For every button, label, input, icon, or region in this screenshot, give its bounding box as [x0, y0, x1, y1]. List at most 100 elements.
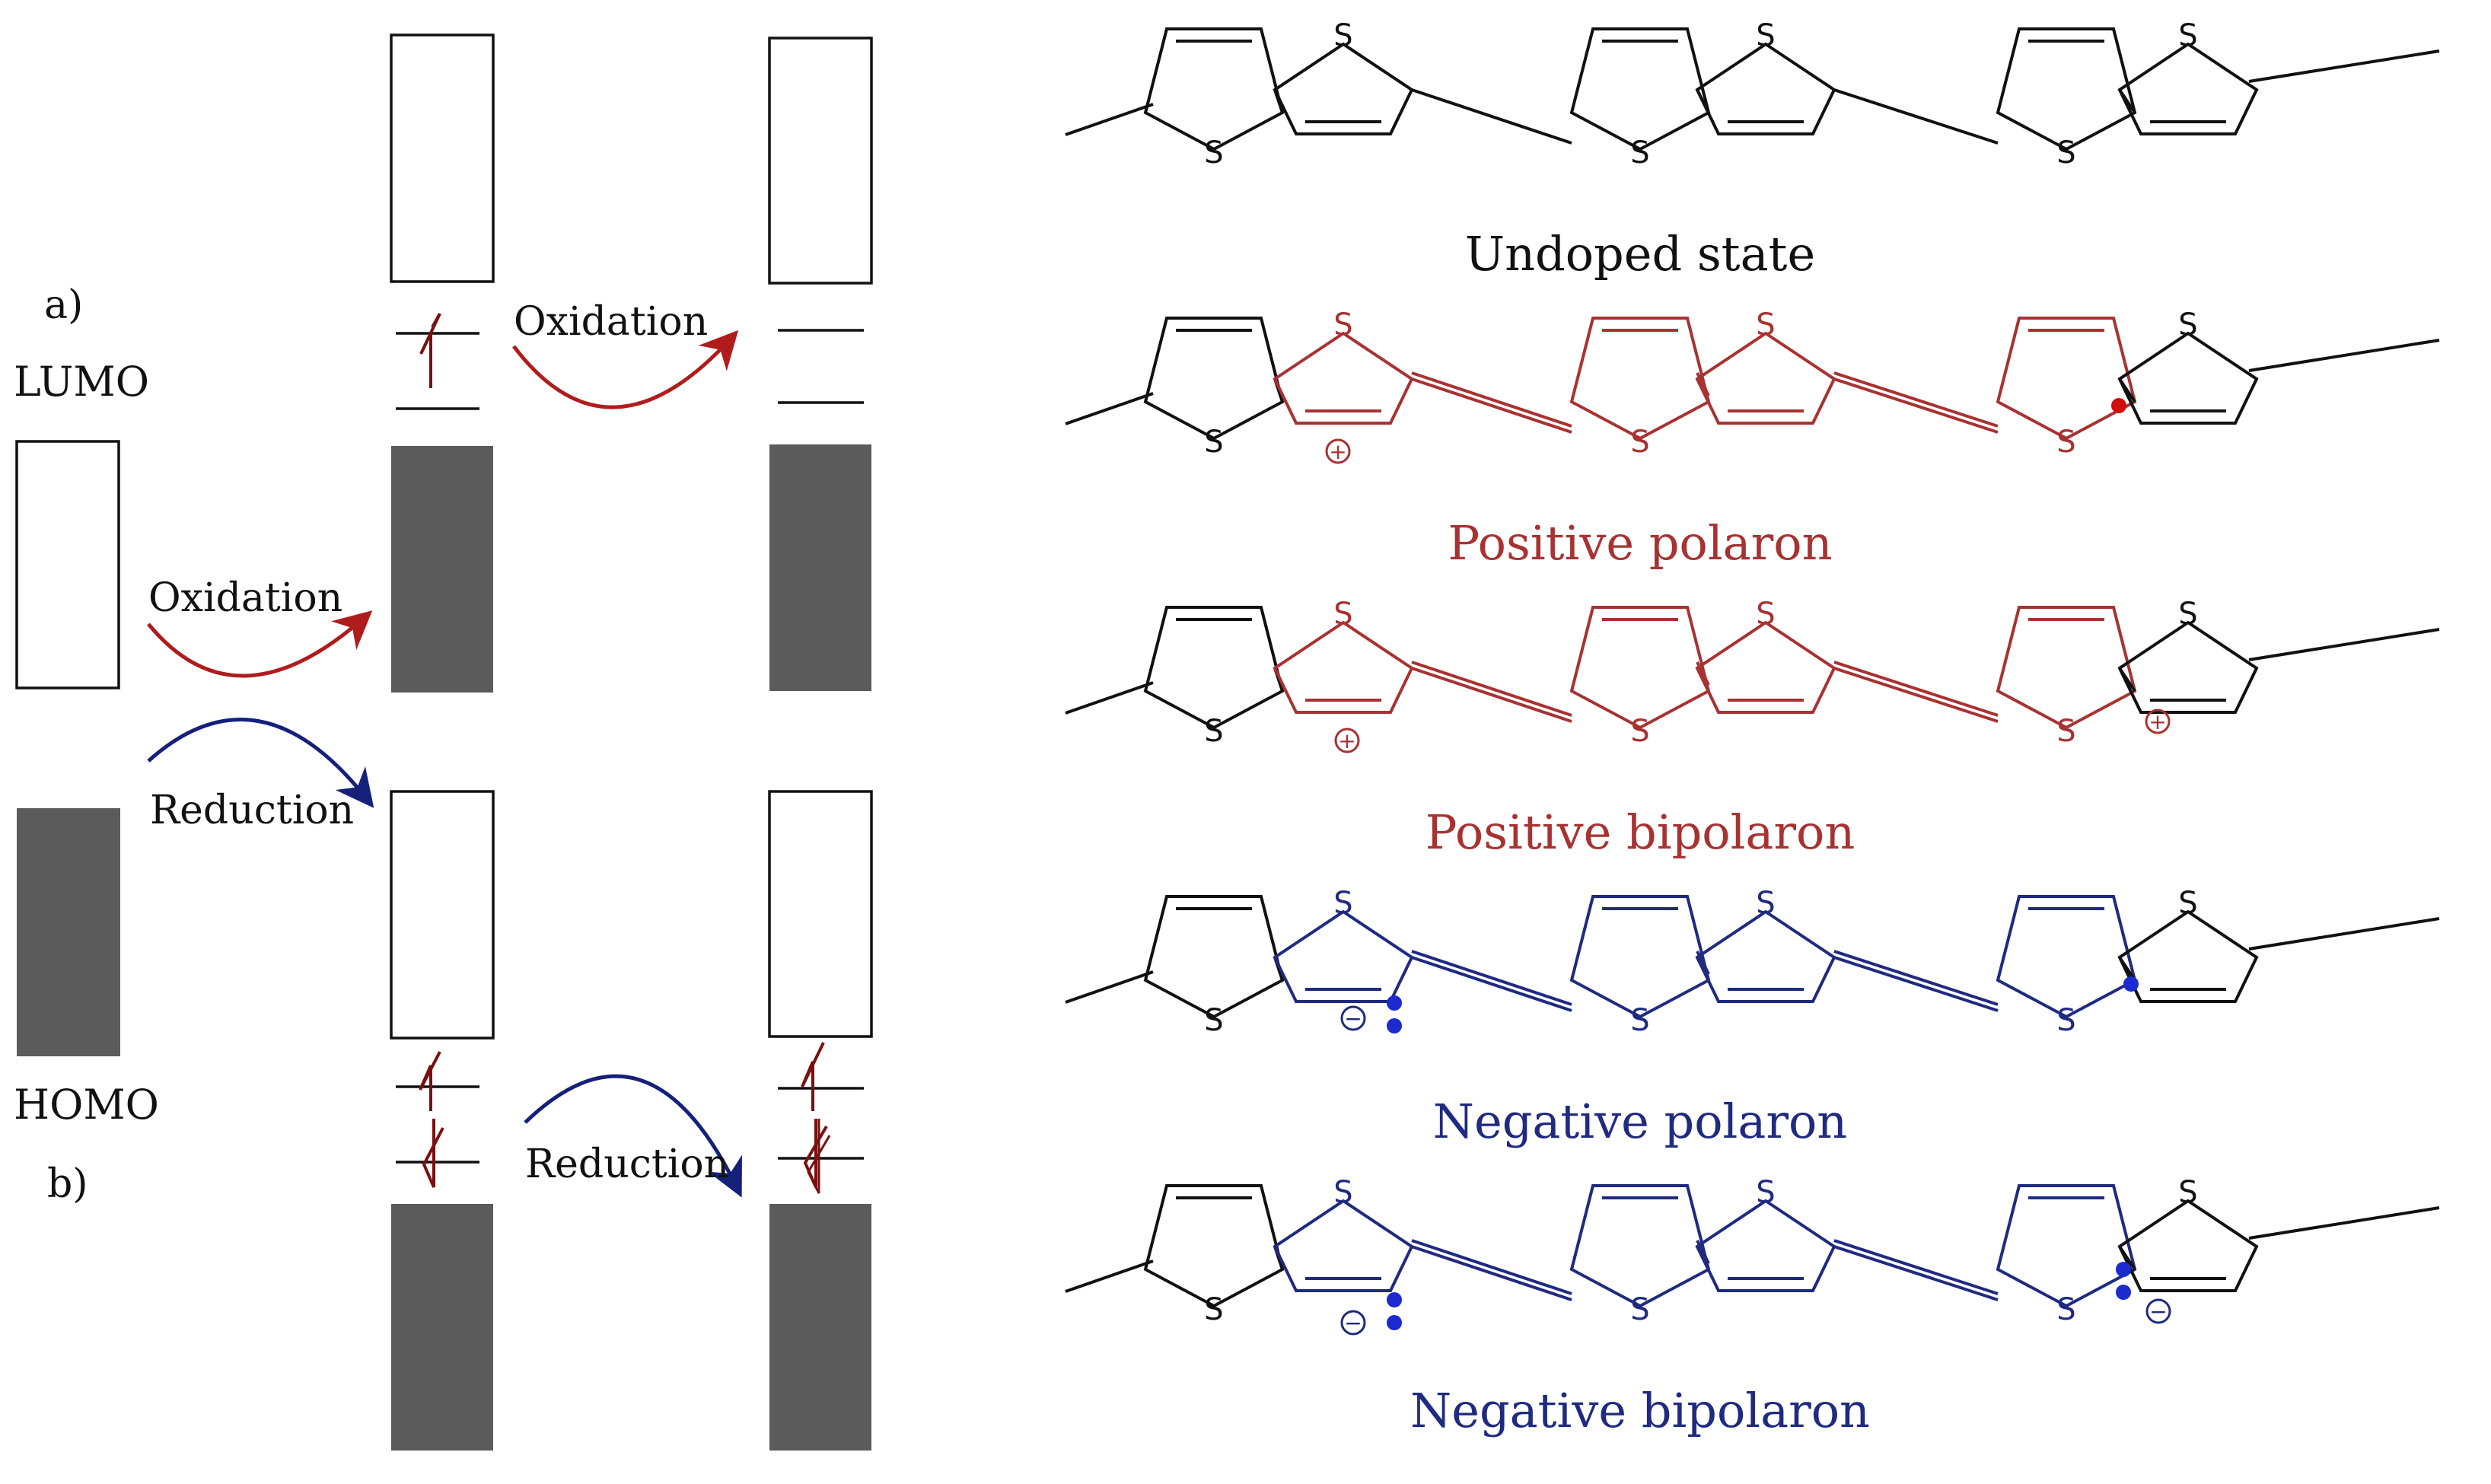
- electron-dot: [2123, 976, 2139, 992]
- thiophene-ring: S: [1695, 1175, 1836, 1292]
- ring-outline: [1143, 27, 1285, 151]
- thiophene-ring: S: [1143, 606, 1285, 749]
- structure-caption: Positive bipolaron: [1425, 804, 1856, 860]
- electron-dot: [1387, 1018, 1402, 1033]
- up-electron-arrow: [801, 1042, 825, 1111]
- thiophene-ring: S: [2117, 18, 2259, 135]
- thiophene-ring: S: [1273, 18, 1414, 135]
- thiophene-ring: S: [1143, 27, 1285, 170]
- sulfur-atom-label: S: [1756, 597, 1775, 632]
- ring-outline: [1143, 895, 1285, 1019]
- ring-outline: [1143, 606, 1285, 730]
- ring-outline: [2117, 331, 2259, 425]
- thiophene-ring: S: [2117, 1175, 2259, 1292]
- oxidation-arrow-a: [512, 330, 739, 409]
- inter-ring-bond: [1833, 1245, 1999, 1301]
- thiophene-ring: S: [1143, 317, 1285, 460]
- structure-caption: Undoped state: [1465, 226, 1815, 282]
- ring-outline: [2117, 1199, 2259, 1292]
- inter-ring-bond: [1833, 88, 1999, 145]
- thiophene-ring: S: [1569, 895, 1711, 1038]
- sulfur-atom-label: S: [1204, 714, 1223, 749]
- band-diagram-panel: a) LUMO HOMO b) Oxidation Reduction Oxid…: [14, 33, 873, 1451]
- negative-charge-icon: [2145, 1298, 2171, 1324]
- ring-outline: [1569, 606, 1711, 730]
- label-b: b): [47, 1161, 88, 1207]
- ring-outline: [1695, 620, 1836, 714]
- quinoid-double-bond: [1411, 1239, 1572, 1295]
- ring-outline: [1273, 909, 1414, 1003]
- structure-caption: Negative bipolaron: [1410, 1383, 1870, 1438]
- ring-outline: [1996, 27, 2137, 151]
- sulfur-atom-label: S: [2178, 1175, 2197, 1210]
- reduction-arrow-b: [524, 1074, 742, 1198]
- down-electron-arrow: [422, 1119, 444, 1188]
- sulfur-atom-label: S: [2056, 425, 2075, 460]
- valence-band: [391, 446, 493, 693]
- sulfur-atom-label: S: [1204, 135, 1223, 170]
- electron-dot: [1387, 1315, 1402, 1330]
- oxidation-label: Oxidation: [148, 575, 342, 621]
- chain-end-bond: [2248, 1206, 2440, 1240]
- ring-outline: [1273, 42, 1414, 135]
- charge-sign: +: [2149, 709, 2166, 734]
- ring-outline: [1143, 317, 1285, 441]
- ring-outline: [1996, 606, 2137, 730]
- ring-outline: [1996, 317, 2137, 441]
- electron-dot: [1387, 995, 1402, 1011]
- reduction-label-b: Reduction: [525, 1142, 729, 1187]
- thiophene-ring: S: [1273, 597, 1414, 714]
- chain-end-bond: [1065, 1259, 1154, 1293]
- electron-dot: [2116, 1285, 2131, 1300]
- sulfur-atom-label: S: [1756, 886, 1775, 921]
- inter-ring-bond: [1411, 377, 1572, 434]
- thiophene-ring: S: [1569, 606, 1711, 749]
- thiophene-ring: S: [1695, 307, 1836, 425]
- quinoid-double-bond: [1833, 950, 1999, 1006]
- inter-ring-bond: [1411, 88, 1572, 145]
- ring-outline: [2117, 42, 2259, 135]
- lumo-band: [15, 440, 120, 689]
- thiophene-ring: S: [1273, 1175, 1414, 1292]
- chain-end-bond: [2248, 628, 2440, 661]
- chain-end-bond: [1065, 681, 1154, 715]
- thiophene-ring: S: [1695, 597, 1836, 714]
- chain-end-bond: [2248, 49, 2440, 83]
- sulfur-atom-label: S: [1204, 425, 1223, 460]
- ring-outline: [1996, 895, 2137, 1019]
- ring-outline: [2117, 909, 2259, 1003]
- chain-end-bond: [1065, 103, 1154, 136]
- label-a: a): [44, 282, 83, 328]
- sulfur-atom-label: S: [1756, 307, 1775, 342]
- up-electron-arrow: [419, 1051, 441, 1111]
- thiophene-ring: S: [2117, 597, 2259, 714]
- ring-outline: [1143, 1184, 1285, 1308]
- inter-ring-bond: [1411, 667, 1572, 723]
- charge-sign: −: [1344, 1006, 1362, 1031]
- ring-outline: [1569, 317, 1711, 441]
- quinoid-double-bond: [1833, 371, 1999, 428]
- quinoid-double-bond: [1411, 950, 1572, 1006]
- thiophene-ring: S: [1273, 307, 1414, 425]
- sulfur-atom-label: S: [2056, 1292, 2075, 1327]
- sulfur-atom-label: S: [2178, 18, 2197, 53]
- sulfur-atom-label: S: [1630, 425, 1649, 460]
- ring-outline: [1273, 331, 1414, 425]
- sulfur-atom-label: S: [2178, 307, 2197, 342]
- electron-dot: [2116, 1262, 2131, 1277]
- ring-outline: [1273, 620, 1414, 714]
- ring-outline: [1569, 27, 1711, 151]
- chain-end-bond: [2248, 917, 2440, 951]
- valence-band: [769, 444, 871, 691]
- charge-sign: −: [1344, 1310, 1362, 1336]
- chain-end-bond: [1065, 392, 1154, 425]
- sulfur-atom-label: S: [1630, 1292, 1649, 1327]
- charge-sign: +: [1338, 728, 1355, 753]
- inter-ring-bond: [1411, 956, 1572, 1012]
